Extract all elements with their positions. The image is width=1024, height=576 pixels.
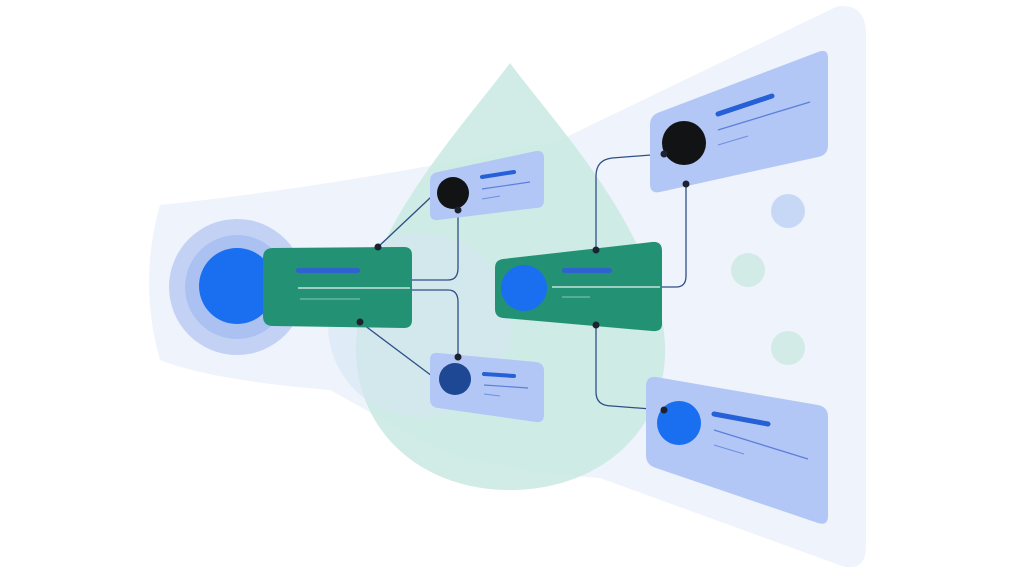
hub-left-card: [263, 247, 412, 328]
junction-dot: [356, 318, 364, 326]
decorative-dot: [771, 194, 805, 228]
hub-left-title-line: [296, 268, 360, 273]
connector-hub-left-to-card-top-small: [377, 197, 431, 248]
junction-dot: [454, 353, 462, 361]
blue-avatar-icon: [501, 265, 547, 311]
junction-dot: [660, 406, 668, 414]
card-bottom-small-line-3: [483, 393, 501, 397]
dark-avatar-icon: [437, 177, 469, 209]
connector-hub-right-to-card-bottom-large: [595, 324, 665, 411]
card-bottom-small-line-2: [483, 384, 529, 389]
card-top-small: [430, 150, 544, 221]
card-top-small-line-2: [481, 181, 531, 190]
hub-right-title-line: [562, 268, 612, 273]
connector-hub-right-to-card-top-large: [595, 153, 665, 251]
card-bottom-large: [646, 376, 828, 524]
source-circle: [199, 248, 275, 324]
junction-dots: [356, 150, 690, 414]
card-top-small-line-3: [481, 195, 501, 200]
decorative-dots: [731, 194, 805, 365]
connectors: [359, 153, 687, 411]
blue-avatar-icon: [657, 401, 701, 445]
connector-hub-right-to-card-top-large-b: [659, 183, 687, 288]
card-top-large: [650, 50, 828, 193]
card-top-small-title-line: [480, 170, 516, 179]
hub-right-card: [495, 241, 662, 332]
junction-dot: [592, 246, 600, 254]
card-top-large-line-2: [717, 101, 811, 131]
card-bottom-large-line-3: [713, 444, 745, 455]
junction-dot: [592, 321, 600, 329]
card-bottom-large-line-2: [713, 429, 809, 460]
decorative-dot: [731, 253, 765, 287]
connector-hub-left-to-card-top-small-b: [409, 211, 459, 281]
junction-dot: [454, 206, 462, 214]
connector-hub-left-to-card-bottom-small: [409, 289, 459, 357]
junction-dot: [374, 243, 382, 251]
decorative-dot: [771, 331, 805, 365]
navy-avatar-icon: [439, 363, 471, 395]
card-bottom-small: [430, 352, 544, 423]
dark-avatar-icon: [662, 121, 706, 165]
connector-hub-left-to-card-bottom-small-b: [359, 321, 433, 377]
junction-dot: [660, 150, 668, 158]
card-top-large-title-line: [715, 93, 775, 117]
card-top-large-line-3: [717, 135, 749, 146]
card-bottom-small-title-line: [482, 372, 516, 378]
junction-dot: [682, 180, 690, 188]
card-bottom-large-title-line: [711, 411, 771, 427]
